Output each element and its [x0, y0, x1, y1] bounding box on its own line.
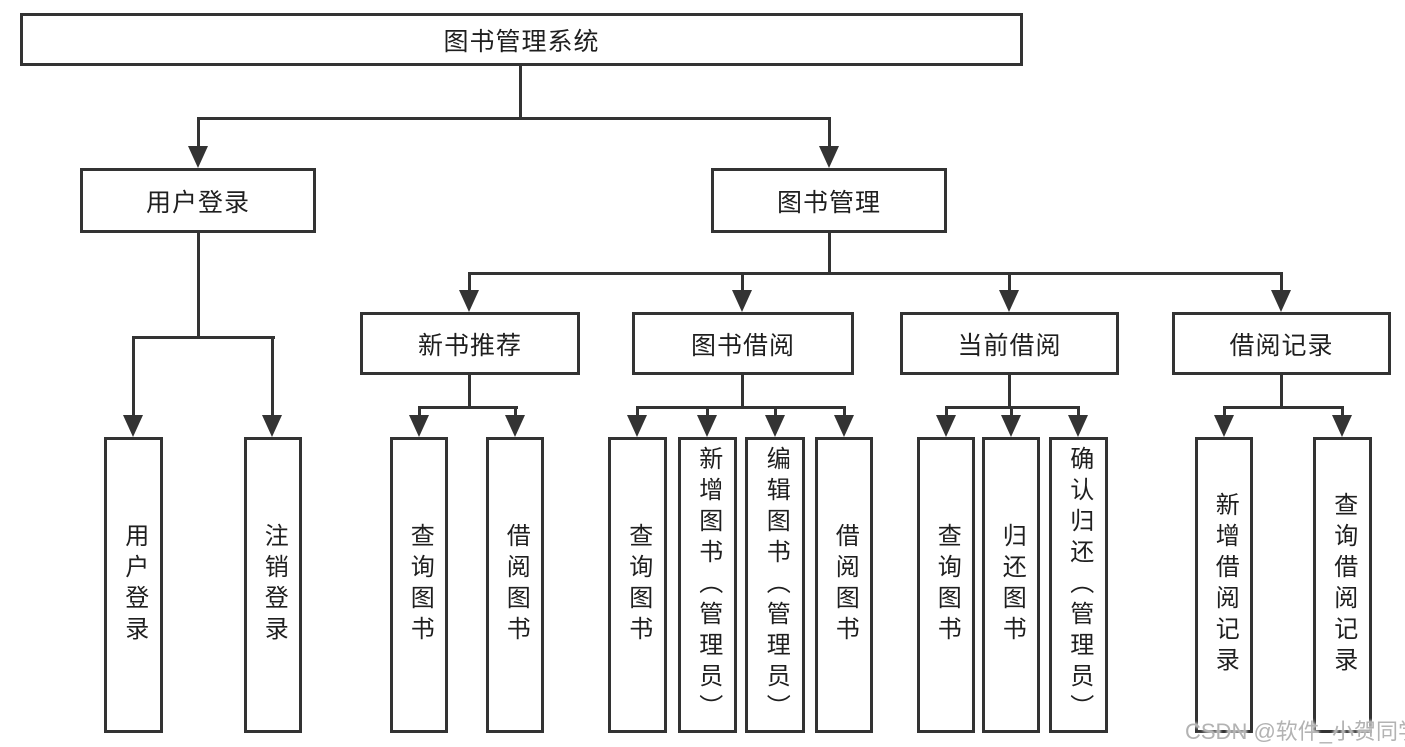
leaf-add-borrow-record: 新增借阅记录 [1195, 437, 1253, 733]
connector-level1-rail [197, 117, 831, 120]
leaf-confirm-return-admin: 确认归还（管理员） [1049, 437, 1108, 733]
connector-arrow-leaf-user-login-stem [132, 336, 135, 417]
leaf-borrowing-borrow-books: 借阅图书 [815, 437, 873, 733]
node-library-system: 图书管理系统 [20, 13, 1023, 66]
leaf-recommend-query-books: 查询图书 [390, 437, 448, 733]
connector-records-rail [1223, 406, 1344, 409]
csdn-watermark: CSDN @软件_小贺同学 [1185, 719, 1405, 744]
leaf-borrowing-query-books: 查询图书 [608, 437, 667, 733]
leaf-confirm-return-admin-label: 确认归还（管理员） [1065, 445, 1093, 725]
node-book-management-label: 图书管理 [776, 188, 881, 217]
connector-arrow-confirm-return-stem [1077, 406, 1080, 418]
arrowhead-leaf-user-login [123, 415, 143, 437]
connector-arrow-add-record-stem [1223, 406, 1226, 418]
node-new-book-recommend: 新书推荐 [360, 312, 580, 375]
connector-arrow-book-borrowing-stem [741, 272, 744, 292]
arrowhead-book-borrowing [732, 290, 752, 312]
node-current-borrowing: 当前借阅 [900, 312, 1119, 375]
connector-arrow-edit-books-stem [774, 406, 777, 418]
arrowhead-user-login [188, 146, 208, 168]
leaf-user-login-label: 用户登录 [120, 523, 148, 647]
arrowhead-borrowing-records [1271, 290, 1291, 312]
leaf-add-books-admin-label: 新增图书（管理员） [694, 445, 722, 725]
leaf-query-borrow-record-label: 查询借阅记录 [1329, 492, 1357, 678]
arrowhead-return-books [1001, 415, 1021, 437]
leaf-return-books-label: 归还图书 [998, 523, 1026, 647]
leaf-borrowing-query-books-label: 查询图书 [624, 523, 652, 647]
connector-arrow-return-books-stem [1010, 406, 1013, 418]
leaf-user-login: 用户登录 [104, 437, 163, 733]
arrowhead-add-books-admin [697, 415, 717, 437]
node-new-book-recommend-label: 新书推荐 [417, 331, 522, 360]
connector-borrowing-stem [741, 375, 744, 409]
arrowhead-borrowing-borrow-books [834, 415, 854, 437]
leaf-edit-books-admin-label: 编辑图书（管理员） [762, 445, 790, 725]
leaf-add-borrow-record-label: 新增借阅记录 [1211, 492, 1239, 678]
leaf-current-query-books: 查询图书 [917, 437, 975, 733]
arrowhead-recommend-borrow-books [505, 415, 525, 437]
leaf-query-borrow-record: 查询借阅记录 [1313, 437, 1372, 733]
leaf-logout: 注销登录 [244, 437, 302, 733]
leaf-recommend-query-books-label: 查询图书 [406, 523, 434, 647]
node-user-login-label: 用户登录 [145, 188, 250, 217]
leaf-recommend-borrow-books: 借阅图书 [486, 437, 544, 733]
arrowhead-add-borrow-record [1214, 415, 1234, 437]
connector-arrow-query-record-stem [1341, 406, 1344, 418]
connector-user-login-stem [197, 233, 200, 339]
connector-root-stem [519, 66, 522, 118]
arrowhead-query-borrow-record [1332, 415, 1352, 437]
leaf-borrowing-borrow-books-label: 借阅图书 [831, 523, 859, 647]
node-book-borrowing: 图书借阅 [632, 312, 854, 375]
connector-current-stem [1008, 375, 1011, 409]
leaf-add-books-admin: 新增图书（管理员） [678, 437, 737, 733]
connector-arrow-leaf-logout-stem [271, 336, 274, 417]
arrowhead-current-borrowing [999, 290, 1019, 312]
node-user-login: 用户登录 [80, 168, 316, 233]
connector-arrow-recommend-query-stem [418, 406, 421, 418]
connector-arrow-current-borrowing-stem [1008, 272, 1011, 292]
node-book-management: 图书管理 [711, 168, 947, 233]
node-book-borrowing-label: 图书借阅 [690, 331, 795, 360]
node-library-system-label: 图书管理系统 [443, 27, 600, 56]
connector-records-stem [1280, 375, 1283, 409]
connector-level3-rail [468, 272, 1283, 275]
connector-borrowing-rail [636, 406, 846, 409]
connector-arrow-current-query-stem [945, 406, 948, 418]
node-borrowing-records-label: 借阅记录 [1229, 331, 1334, 360]
arrowhead-edit-books-admin [765, 415, 785, 437]
connector-arrow-recommend-borrow-stem [514, 406, 517, 418]
connector-arrow-borrowing-borrow-stem [843, 406, 846, 418]
connector-arrow-borrowing-records-stem [1280, 272, 1283, 292]
arrowhead-borrowing-query-books [627, 415, 647, 437]
node-current-borrowing-label: 当前借阅 [957, 331, 1062, 360]
arrowhead-book-management [819, 146, 839, 168]
leaf-edit-books-admin: 编辑图书（管理员） [745, 437, 805, 733]
arrowhead-leaf-logout [262, 415, 282, 437]
connector-arrow-borrowing-query-stem [636, 406, 639, 418]
arrowhead-new-book-recommend [459, 290, 479, 312]
connector-arrow-book-management-stem [828, 117, 831, 148]
connector-recommend-stem [468, 375, 471, 409]
arrowhead-recommend-query-books [409, 415, 429, 437]
leaf-logout-label: 注销登录 [260, 523, 288, 647]
connector-user-login-rail [133, 336, 275, 339]
leaf-return-books: 归还图书 [982, 437, 1040, 733]
leaf-recommend-borrow-books-label: 借阅图书 [502, 523, 530, 647]
arrowhead-confirm-return-admin [1068, 415, 1088, 437]
connector-arrow-add-books-stem [706, 406, 709, 418]
leaf-current-query-books-label: 查询图书 [933, 523, 961, 647]
connector-book-management-stem [828, 233, 831, 275]
connector-arrow-recommend-stem [468, 272, 471, 292]
connector-arrow-user-login-stem [197, 117, 200, 148]
arrowhead-current-query-books [936, 415, 956, 437]
node-borrowing-records: 借阅记录 [1172, 312, 1391, 375]
connector-recommend-rail [418, 406, 518, 409]
